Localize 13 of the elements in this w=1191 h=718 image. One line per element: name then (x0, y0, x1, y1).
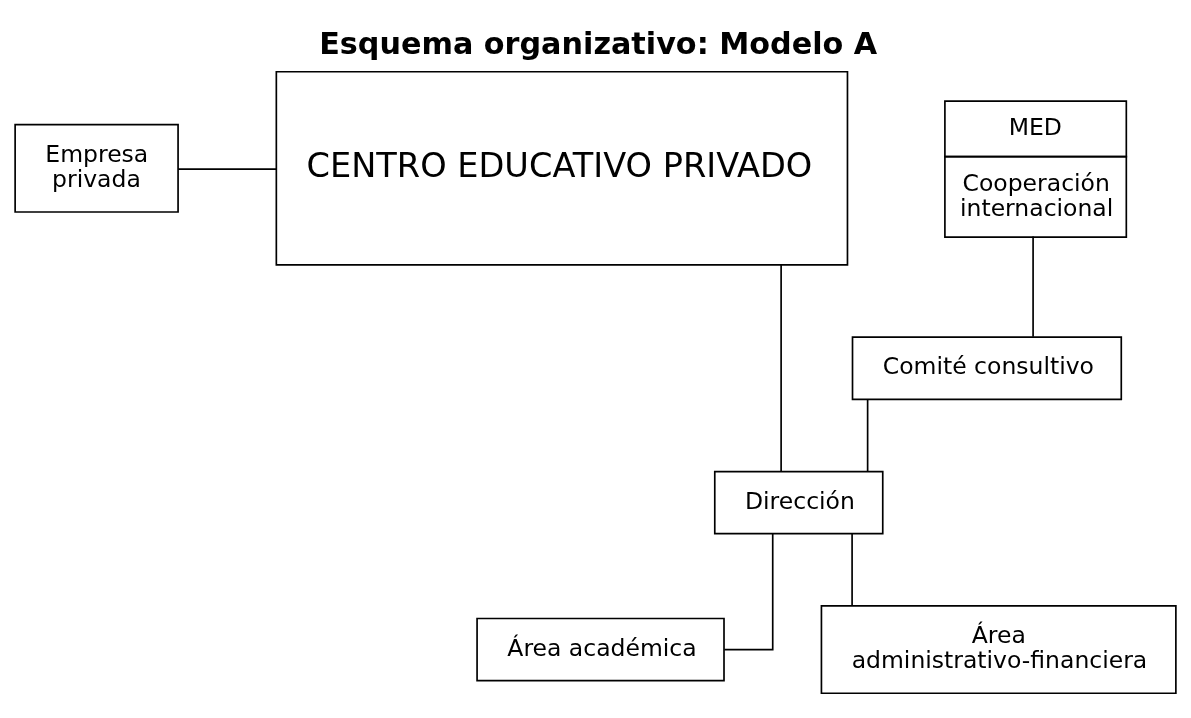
node-box: CENTRO EDUCATIVO PRIVADO (275, 70, 849, 266)
connector (1032, 235, 1034, 338)
connector (723, 532, 774, 651)
connector (851, 532, 853, 607)
node-box: Empresa privada (14, 123, 179, 213)
node-box: Comité consultivo (851, 336, 1123, 401)
connector (866, 398, 869, 472)
node-box: Área académica (476, 617, 725, 682)
connector (177, 168, 278, 170)
diagram-title: Esquema organizativo: Modelo A (319, 25, 878, 61)
connector (780, 264, 782, 473)
node-box: Dirección (713, 470, 884, 535)
node-box: Área administrativo-financiera (820, 605, 1177, 695)
